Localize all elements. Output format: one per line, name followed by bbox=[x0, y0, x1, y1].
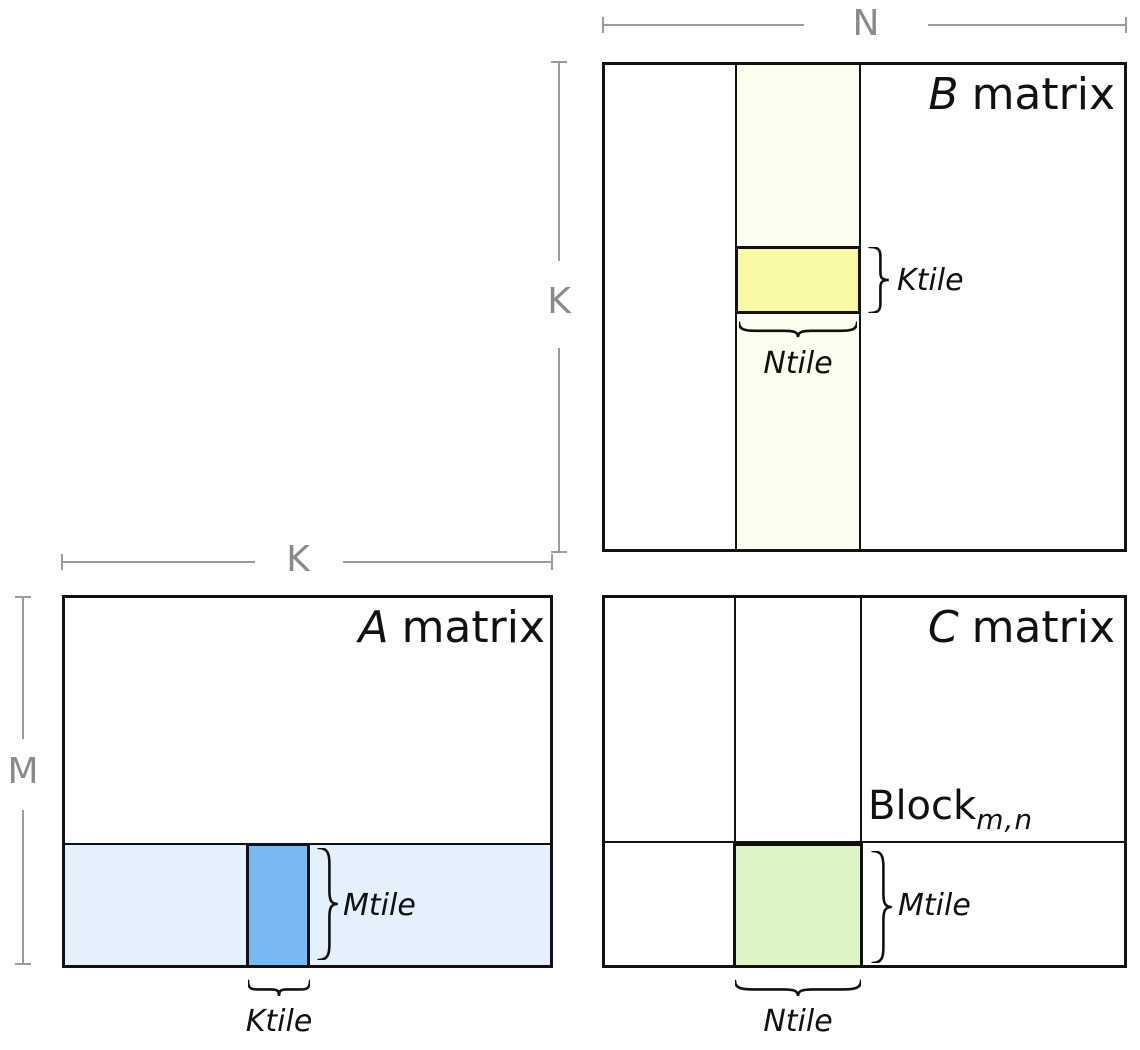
b-matrix-title-letter: B bbox=[928, 69, 959, 120]
b-ktile-brace-icon bbox=[866, 247, 890, 313]
n-dim-left-segment bbox=[602, 24, 804, 26]
c-block-tile bbox=[733, 843, 863, 968]
b-ntile-brace-icon bbox=[739, 320, 857, 338]
a-mtile-ktile-tile bbox=[246, 843, 310, 968]
a-mtile-brace-icon bbox=[315, 848, 339, 960]
a-ktile-brace-icon bbox=[248, 978, 310, 997]
c-mtile-label: Mtile bbox=[898, 888, 971, 923]
c-matrix-title-word: matrix bbox=[971, 602, 1115, 653]
k-vdim-label: K bbox=[547, 281, 571, 322]
n-dim-label: N bbox=[852, 3, 880, 44]
c-block-label: Blockm,n bbox=[868, 785, 1033, 834]
k-vdim-bottom-tick bbox=[551, 551, 567, 553]
a-mtile-label: Mtile bbox=[343, 888, 416, 923]
k-vdim-top-segment bbox=[558, 61, 560, 261]
b-ktile-ntile-tile bbox=[735, 246, 861, 314]
k-hdim-right-tick bbox=[551, 554, 553, 570]
b-matrix-box bbox=[602, 62, 1127, 552]
c-block-label-word: Block bbox=[868, 783, 977, 829]
c-strip-right-line bbox=[860, 598, 862, 965]
c-matrix-title-letter: C bbox=[927, 602, 959, 653]
m-dim-bottom-tick bbox=[15, 963, 31, 965]
a-matrix-title-word: matrix bbox=[401, 602, 545, 653]
m-dim-bottom-segment bbox=[22, 810, 24, 965]
k-vdim-bottom-segment bbox=[558, 348, 560, 553]
b-matrix-title-word: matrix bbox=[971, 69, 1115, 120]
k-hdim-right-segment bbox=[343, 561, 553, 563]
m-dim-top-segment bbox=[22, 597, 24, 739]
b-ktile-label: Ktile bbox=[897, 263, 964, 298]
n-dim-right-tick bbox=[1125, 17, 1127, 33]
c-ntile-brace-icon bbox=[735, 978, 861, 997]
c-mtile-brace-icon bbox=[869, 851, 893, 963]
c-strip-left-line bbox=[734, 598, 736, 965]
k-hdim-left-segment bbox=[62, 561, 255, 563]
a-ktile-label: Ktile bbox=[245, 1004, 313, 1039]
n-dim-right-segment bbox=[928, 24, 1127, 26]
c-row-line bbox=[605, 841, 1124, 843]
c-block-label-subscript: m,n bbox=[976, 803, 1034, 836]
c-matrix-box bbox=[602, 595, 1127, 968]
b-ntile-label: Ntile bbox=[763, 346, 833, 381]
a-matrix-title-letter: A bbox=[358, 602, 389, 653]
k-hdim-label: K bbox=[286, 539, 310, 580]
m-dim-label: M bbox=[7, 751, 39, 792]
c-ntile-label: Ntile bbox=[763, 1004, 833, 1039]
